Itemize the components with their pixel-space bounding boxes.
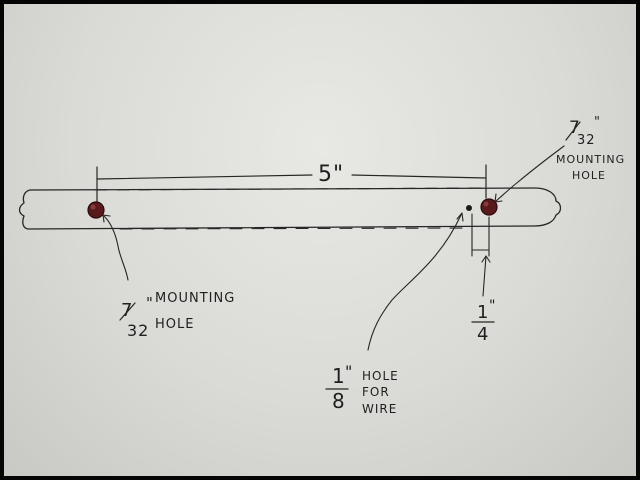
wire-hole-leader <box>367 212 464 351</box>
offset-label-denominator: 4 <box>477 324 489 345</box>
right-mounting-hole <box>480 198 498 216</box>
left-hole-label: 7 32 " MOUNTING HOLE <box>119 291 235 340</box>
left-label-word-hole: HOLE <box>155 317 194 332</box>
bar-outline <box>18 187 562 230</box>
right-hole-label: 7 32 " MOUNTING HOLE <box>556 115 625 182</box>
right-hole-leader <box>494 145 565 203</box>
left-label-word-mounting: MOUNTING <box>155 291 235 306</box>
wire-label-word-for: FOR <box>362 385 390 399</box>
wire-label-inch-mark: " <box>345 362 353 381</box>
dashed-center-lines <box>94 187 486 230</box>
left-label-inch-mark: " <box>146 294 154 312</box>
length-dimension: 5" <box>96 162 487 205</box>
wire-hole <box>466 205 472 211</box>
left-label-numerator: 7 <box>121 300 133 321</box>
wire-label-denominator: 8 <box>332 389 346 413</box>
right-label-denominator: 32 <box>577 133 596 148</box>
right-label-numerator: 7 <box>569 118 581 138</box>
offset-label-numerator: 1 <box>477 302 489 323</box>
offset-label: 1 " 4 <box>471 298 496 345</box>
offset-dimension <box>471 213 491 297</box>
left-mounting-hole <box>87 201 105 219</box>
wire-label-word-wire: WIRE <box>362 402 397 416</box>
right-label-word-mounting: MOUNTING <box>556 153 625 166</box>
offset-label-inch-mark: " <box>489 298 496 314</box>
length-dimension-label: 5" <box>318 162 344 187</box>
wire-hole-label: 1 " 8 HOLE FOR WIRE <box>325 362 399 416</box>
right-label-inch-mark: " <box>594 115 601 130</box>
left-hole-leader <box>102 214 129 281</box>
paper-sheet <box>4 4 636 476</box>
wire-label-numerator: 1 <box>332 364 346 388</box>
wire-label-word-hole: HOLE <box>362 369 399 383</box>
left-label-denominator: 32 <box>127 321 149 340</box>
right-label-word-hole: HOLE <box>572 169 606 182</box>
